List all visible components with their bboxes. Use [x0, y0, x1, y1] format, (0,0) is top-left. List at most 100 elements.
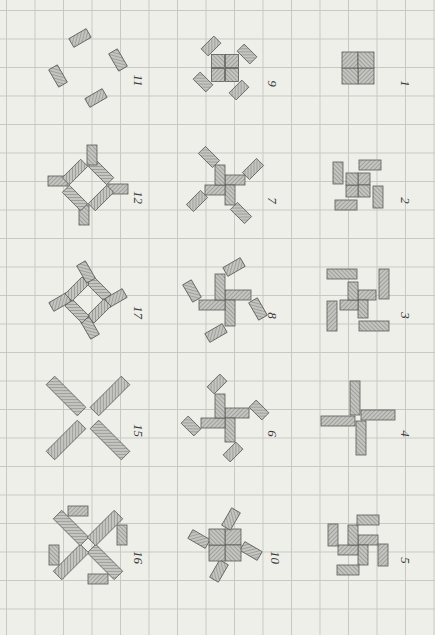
figure-number: 15: [132, 424, 145, 437]
figure-number: 1: [398, 80, 411, 87]
figure-number: 5: [398, 557, 411, 564]
block-rect: [328, 524, 338, 546]
block-rect: [198, 146, 219, 167]
block-rect: [223, 442, 243, 462]
block-rect: [201, 36, 221, 56]
block-rect: [229, 80, 249, 100]
figure-arm: [46, 420, 86, 460]
block-rect: [358, 185, 370, 197]
block-rect: [379, 269, 389, 299]
figure-arm: [321, 416, 355, 426]
pinwheel-figure: [333, 160, 383, 210]
figure-arm: [225, 185, 252, 224]
block-rect: [346, 173, 358, 185]
block-rect: [69, 29, 91, 48]
block-rect: [90, 420, 130, 460]
block-rect: [46, 420, 86, 460]
block-rect: [46, 376, 86, 416]
block-rect: [240, 542, 262, 561]
figure-arm: [350, 381, 360, 415]
block-rect: [225, 418, 235, 442]
figure-number: 12: [132, 191, 145, 204]
block-rect: [357, 515, 379, 525]
block-rect: [88, 574, 108, 584]
pinwheel-figure: [342, 52, 374, 84]
figure-number: 4: [398, 430, 411, 437]
block-rect: [337, 565, 359, 575]
figure-arm: [201, 36, 224, 67]
block-rect: [109, 49, 128, 71]
block-rect: [87, 145, 97, 165]
block-rect: [215, 274, 225, 300]
block-rect: [210, 560, 229, 582]
pinwheel-figure: [328, 515, 388, 575]
figure-number: 3: [398, 312, 411, 319]
figure-arm: [358, 68, 374, 84]
block-rect: [348, 282, 358, 300]
block-rect: [223, 258, 245, 277]
block-rect: [90, 376, 130, 416]
block-rect: [205, 185, 225, 195]
block-rect: [335, 200, 357, 210]
pinwheel-figure: [181, 374, 269, 462]
block-rect: [342, 68, 358, 84]
pinwheel-figure: [321, 381, 395, 455]
block-rect: [193, 72, 213, 92]
figure-arm: [226, 44, 257, 67]
figure-arm: [90, 376, 130, 416]
figure-arm: [210, 545, 241, 582]
block-rect: [327, 269, 357, 279]
pinwheel-figure: [48, 145, 128, 225]
block-rect: [358, 535, 378, 545]
block-rect: [215, 165, 225, 185]
block-rect: [340, 300, 358, 310]
block-rect: [87, 510, 122, 545]
block-rect: [373, 186, 383, 208]
block-rect: [358, 52, 374, 68]
figure-number: 11: [131, 74, 144, 86]
block-rect: [68, 506, 88, 516]
figure-arm: [69, 29, 91, 48]
figure-arm: [358, 52, 374, 68]
block-rect: [181, 416, 201, 436]
pinwheel-figure: [193, 36, 257, 100]
block-rect: [249, 298, 268, 320]
figure-arm: [225, 400, 269, 420]
block-rect: [201, 418, 225, 428]
figure-number: 10: [269, 551, 282, 564]
figure-arm: [327, 269, 358, 300]
block-rect: [222, 508, 241, 530]
figure-number: 7: [265, 197, 278, 204]
block-rect: [350, 381, 360, 415]
block-rect: [358, 68, 374, 84]
block-rect: [358, 290, 376, 300]
block-rect: [359, 321, 389, 331]
block-rect: [242, 158, 263, 179]
block-rect: [338, 545, 358, 555]
block-rect: [321, 416, 355, 426]
figure-arm: [226, 69, 249, 100]
block-rect: [225, 185, 235, 205]
pinwheel-figure: [183, 258, 268, 343]
block-rect: [359, 160, 381, 170]
figure-arm: [342, 68, 358, 84]
block-rect: [356, 421, 366, 455]
block-rect: [249, 400, 269, 420]
block-rect: [49, 65, 68, 87]
figure-arm: [188, 530, 225, 561]
block-rect: [199, 300, 225, 310]
figure-arm: [215, 258, 245, 300]
figure-number: 9: [265, 80, 278, 87]
figure-arm: [46, 376, 86, 416]
block-rect: [333, 162, 343, 184]
figure-arm: [361, 410, 395, 420]
block-rect: [226, 55, 239, 68]
figure-arm: [328, 524, 358, 555]
block-rect: [358, 300, 368, 318]
block-rect: [85, 89, 107, 108]
figure-number: 16: [132, 551, 145, 564]
block-rect: [346, 185, 358, 197]
figure-arm: [337, 545, 368, 575]
block-rect: [226, 69, 239, 82]
